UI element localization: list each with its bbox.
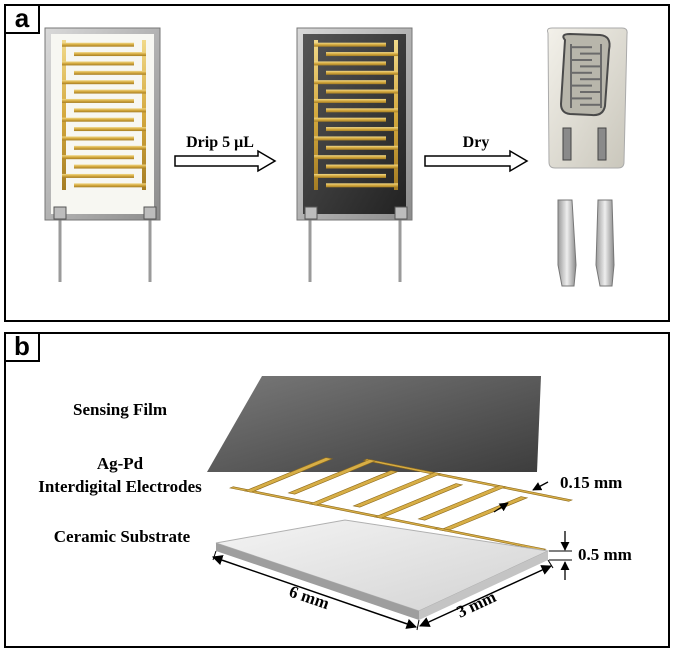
electrode-finger xyxy=(580,52,602,55)
dimension-electrode-width: 0.15 mm xyxy=(493,473,622,513)
electrode-finger xyxy=(74,70,146,75)
electrode-finger xyxy=(314,42,386,47)
sensor-bare-pad-left xyxy=(53,206,67,220)
sensing-film-layer xyxy=(207,376,541,472)
electrode-finger xyxy=(62,61,134,66)
electrode-finger xyxy=(74,183,146,188)
electrode-finger xyxy=(570,84,592,87)
electrode-finger xyxy=(62,136,134,141)
electrode-finger xyxy=(580,65,602,68)
electrode-finger xyxy=(326,89,398,94)
dim-thickness-label: 0.5 mm xyxy=(578,545,632,564)
sensor-coated-pad-left xyxy=(304,206,318,220)
electrode-finger xyxy=(326,52,398,57)
panel-a-label: a xyxy=(4,4,40,34)
dim-width-arrow-bottom xyxy=(493,502,509,513)
electrode-bus-right xyxy=(142,40,146,190)
electrode-finger xyxy=(314,117,386,122)
electrode-finger xyxy=(62,42,134,47)
electrode-finger xyxy=(580,91,602,93)
electrode-finger xyxy=(62,117,134,122)
electrode-finger xyxy=(570,59,592,61)
electrode-finger xyxy=(62,98,134,103)
electrode-bus-left xyxy=(314,40,318,190)
electrode-finger xyxy=(287,459,377,495)
electrode-finger xyxy=(74,108,146,113)
electrode-finger xyxy=(326,108,398,113)
electrode-finger xyxy=(62,155,134,160)
step-dry-label: Dry xyxy=(463,134,490,151)
electrode-finger xyxy=(570,71,592,74)
arrow-drip: Drip 5 μL xyxy=(174,134,277,173)
arrow-drip-shape xyxy=(174,149,277,173)
electrode-finger xyxy=(314,80,386,85)
label-electrodes-line2: Interdigital Electrodes xyxy=(38,477,202,496)
electrode-finger xyxy=(326,127,398,132)
electrode-finger xyxy=(326,145,398,150)
electrode-finger xyxy=(62,80,134,85)
sensor-photo-contact-right xyxy=(597,127,607,161)
label-ceramic-substrate: Ceramic Substrate xyxy=(54,527,191,546)
ceramic-substrate-layer xyxy=(215,519,550,620)
label-electrodes-line1: Ag-Pd xyxy=(97,454,144,473)
electrode-bus-left xyxy=(62,40,66,190)
dim-length-line xyxy=(212,555,417,629)
electrode-finger xyxy=(314,155,386,160)
electrode-finger xyxy=(438,496,529,532)
dim-length-ext-right xyxy=(416,619,420,631)
electrode-finger xyxy=(74,89,146,94)
sensor-coated xyxy=(296,27,413,282)
electrode-finger xyxy=(314,173,386,178)
electrode-finger xyxy=(417,485,507,521)
electrode-finger xyxy=(352,472,442,508)
electrode-finger xyxy=(580,103,602,106)
electrode-finger xyxy=(580,78,602,81)
sensor-photo-pin-left xyxy=(557,199,577,287)
label-sensing-film: Sensing Film xyxy=(73,400,167,419)
electrode-finger xyxy=(243,457,334,493)
electrode-finger xyxy=(373,483,464,519)
electrode-lead xyxy=(433,527,547,551)
arrow-dry: Dry xyxy=(424,134,529,173)
electrode-bus-left xyxy=(570,44,572,108)
electrode-finger xyxy=(74,127,146,132)
dim-depth-line xyxy=(419,565,552,627)
sensor-photo xyxy=(547,27,628,287)
panel-b-label: b xyxy=(4,332,40,362)
electrode-finger xyxy=(570,97,592,100)
dim-width-label: 0.15 mm xyxy=(560,473,622,492)
electrode-finger xyxy=(326,70,398,75)
sensor-coated-electrodes xyxy=(314,40,398,190)
electrode-bus-right xyxy=(600,44,602,108)
sensor-photo-contact-left xyxy=(562,127,572,161)
electrode-finger xyxy=(74,145,146,150)
sensor-bare xyxy=(44,27,161,282)
electrode-finger xyxy=(62,173,134,178)
dimension-thickness: 0.5 mm xyxy=(549,531,632,580)
electrode-finger xyxy=(74,52,146,57)
electrode-finger xyxy=(326,164,398,169)
dim-width-arrow-top xyxy=(532,481,549,491)
electrode-finger xyxy=(314,61,386,66)
sensor-bare-electrodes xyxy=(62,40,146,190)
electrode-finger xyxy=(314,136,386,141)
sensor-photo-pin-right xyxy=(595,199,615,287)
step-drip-label: Drip 5 μL xyxy=(186,134,254,151)
electrode-finger xyxy=(570,46,592,49)
sensor-coated-pad-right xyxy=(394,206,408,220)
electrode-finger xyxy=(74,164,146,169)
sensor-photo-film xyxy=(559,32,611,117)
electrode-finger xyxy=(326,183,398,188)
sensor-photo-electrodes xyxy=(570,44,602,108)
electrode-bus-right xyxy=(394,40,398,190)
sensor-bare-pad-right xyxy=(143,206,157,220)
dim-depth-ext-right xyxy=(547,559,554,569)
electrode-finger xyxy=(314,98,386,103)
arrow-dry-shape xyxy=(424,149,529,173)
electrode-finger xyxy=(308,470,399,506)
